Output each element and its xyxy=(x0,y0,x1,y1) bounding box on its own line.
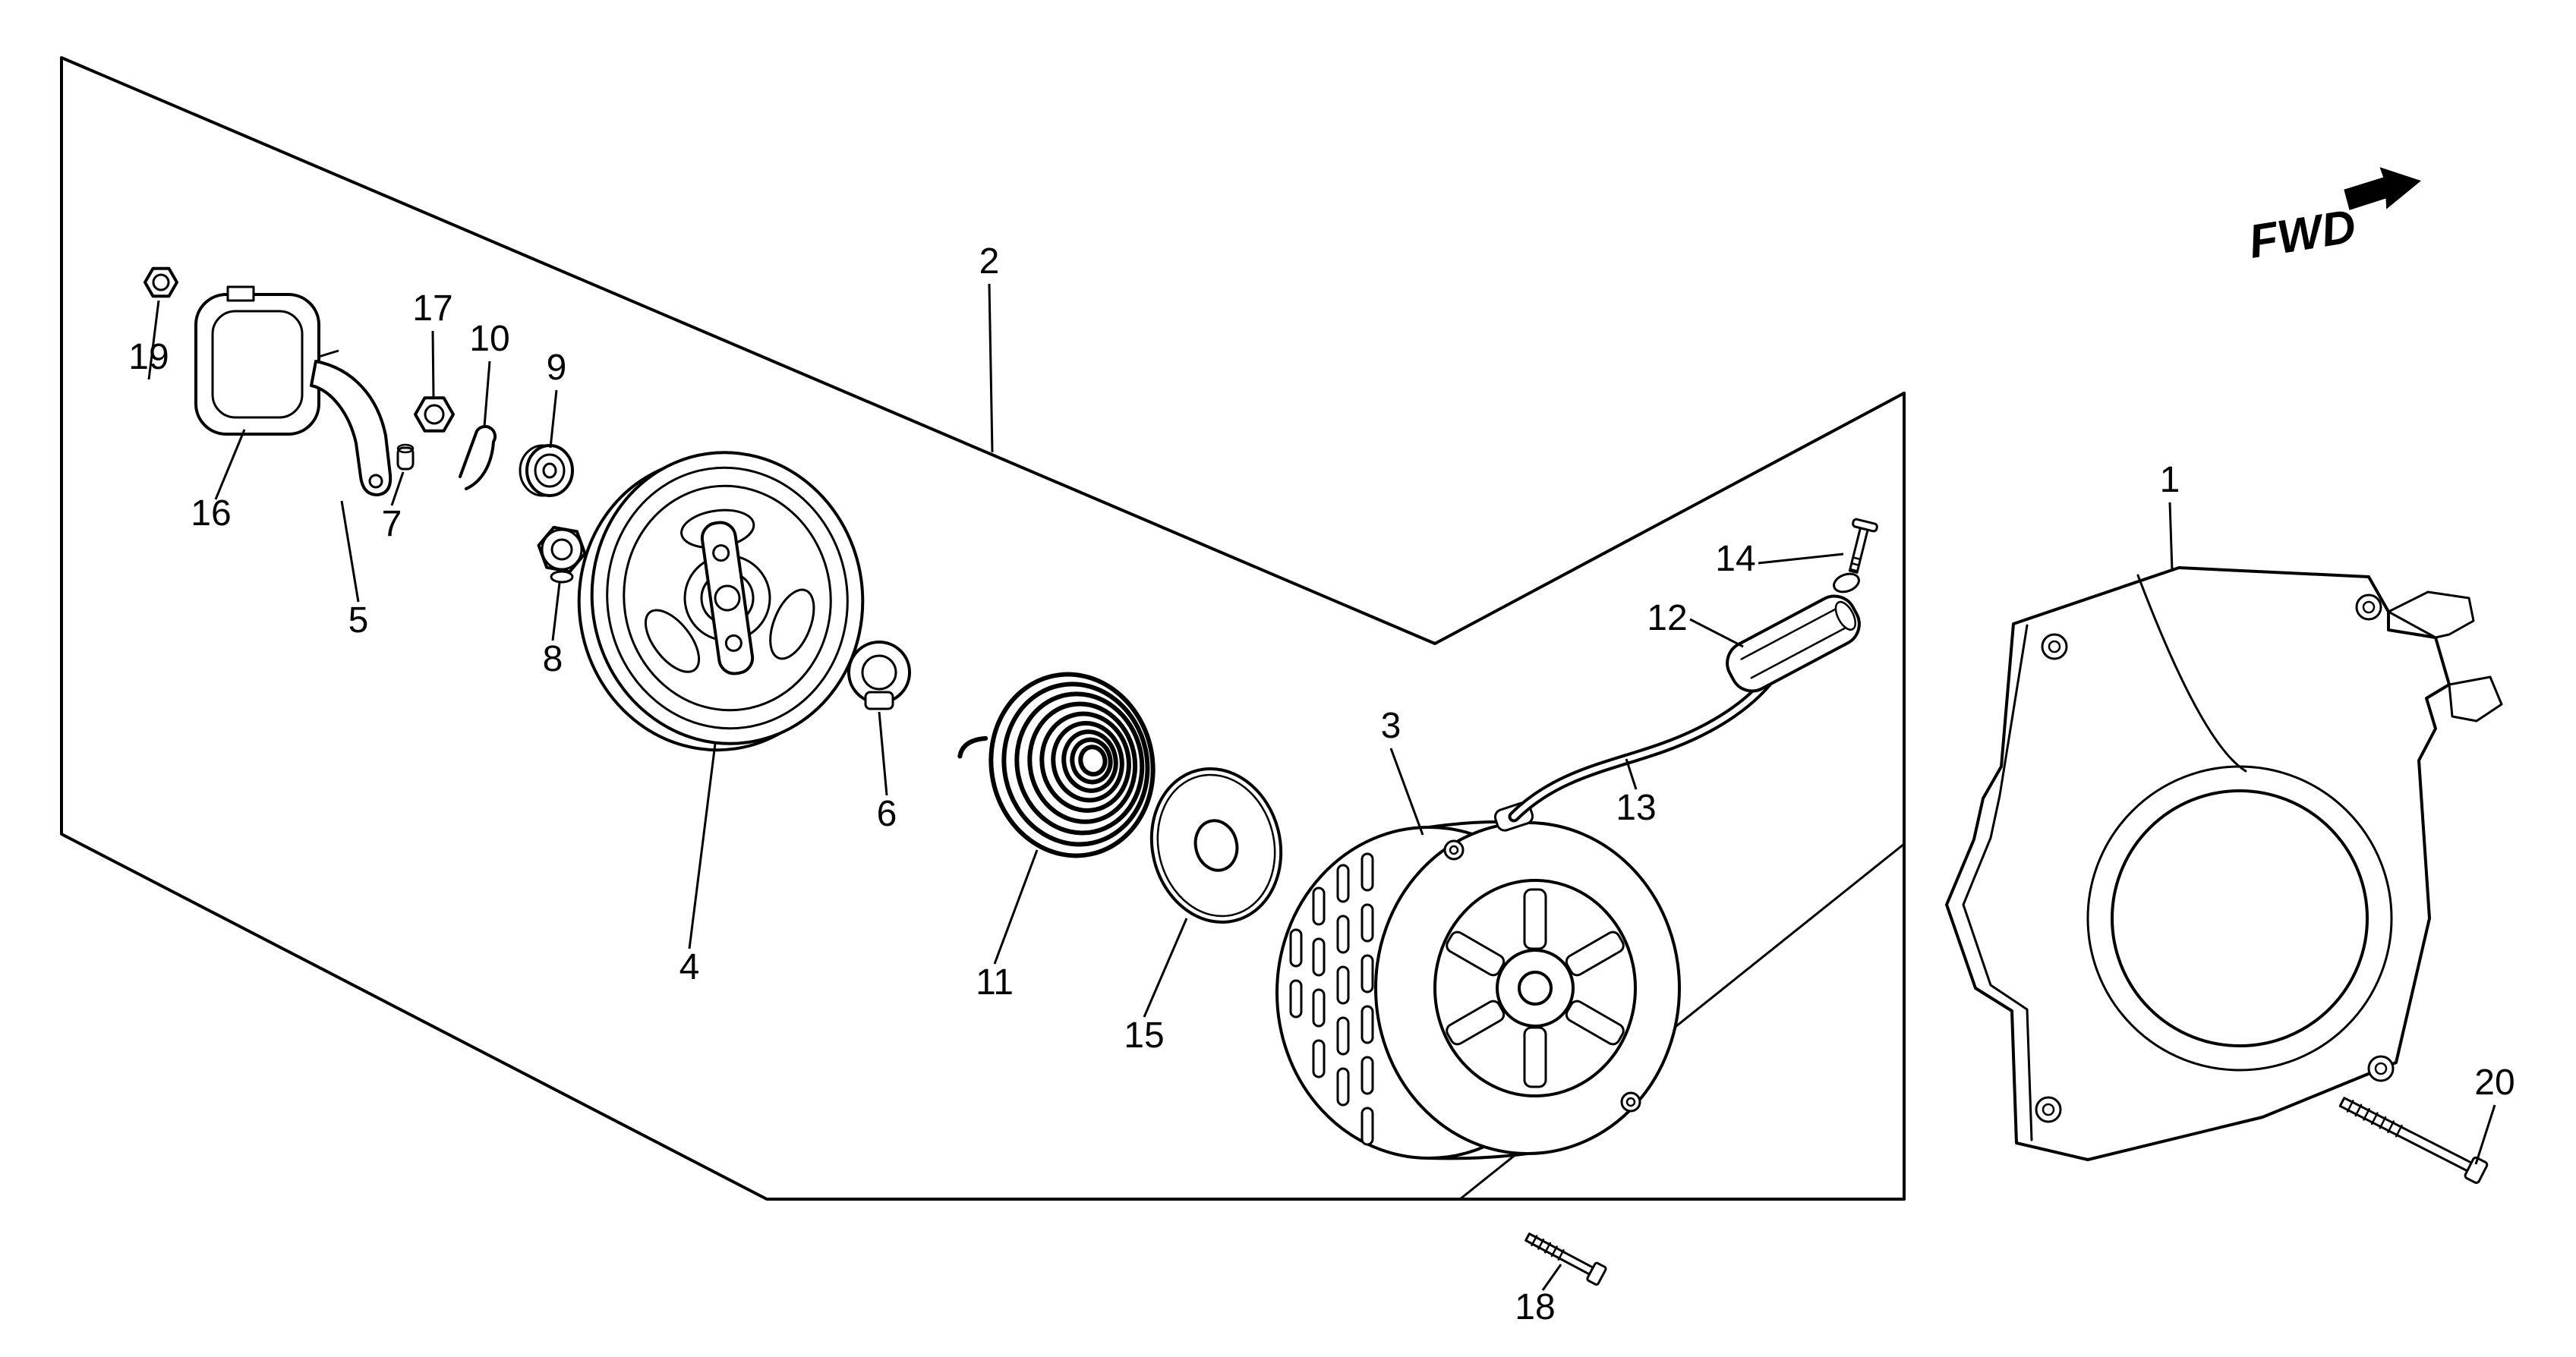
callout-label-11: 11 xyxy=(976,962,1014,1003)
cover-boss-bottom-left xyxy=(2035,1096,2062,1123)
part-4-pulley-drawing xyxy=(577,451,865,752)
callout-label-15: 15 xyxy=(1124,1015,1164,1056)
boundary-outline xyxy=(60,56,1906,1201)
callout-label-12: 12 xyxy=(1647,598,1687,638)
cover-crease-line xyxy=(2136,574,2247,773)
part-11-spiral-spring-drawing xyxy=(957,672,1156,858)
part-18-bolt-drawing xyxy=(1524,1233,1607,1286)
part-8-nut-drawing xyxy=(537,525,587,584)
fwd-indicator: FWD xyxy=(2245,167,2421,269)
part-19-nut-drawing xyxy=(143,266,178,298)
cover-side-bracket xyxy=(2448,675,2503,723)
cover-top-bracket xyxy=(2387,590,2475,639)
part-3-starter-case-drawing xyxy=(1275,801,1681,1160)
callout-label-1: 1 xyxy=(2160,460,2180,500)
callout-label-18: 18 xyxy=(1515,1287,1555,1327)
part-7-pin-drawing xyxy=(396,443,415,471)
case-screw-right xyxy=(1620,1091,1641,1113)
part-13-rope-drawing xyxy=(1508,666,1781,823)
callout-label-8: 8 xyxy=(543,639,563,679)
callout-labels: 1 2 3 4 5 6 7 8 9 10 11 12 13 14 15 16 1… xyxy=(128,241,2515,1327)
fwd-arrow-icon xyxy=(2344,167,2421,210)
part-14-bolt-drawing xyxy=(1848,518,1878,574)
callout-label-9: 9 xyxy=(547,348,567,388)
part-10-spring-clip-drawing xyxy=(459,425,497,490)
cover-boss-top-left xyxy=(2041,633,2068,660)
fwd-label: FWD xyxy=(2245,200,2359,269)
rope-anchor xyxy=(1833,572,1860,593)
callout-label-20: 20 xyxy=(2474,1063,2515,1103)
part-15-washer-drawing xyxy=(1149,767,1283,924)
leader-lines xyxy=(147,283,2496,1291)
cover-boss-top-right xyxy=(2355,593,2382,621)
part-1-cover-drawing xyxy=(1945,566,2503,1161)
callout-label-17: 17 xyxy=(412,288,452,329)
callout-label-14: 14 xyxy=(1715,539,1755,579)
case-front-face xyxy=(1433,879,1637,1097)
part-5-friction-lever-drawing xyxy=(310,360,393,496)
cover-thickness-lines xyxy=(1962,624,2033,1141)
cover-boss-bottom-right xyxy=(2367,1055,2395,1082)
callout-label-5: 5 xyxy=(348,600,369,641)
callout-label-4: 4 xyxy=(679,947,700,987)
cover-recess-ring xyxy=(2086,765,2393,1072)
callout-label-7: 7 xyxy=(382,504,402,544)
callout-label-13: 13 xyxy=(1616,788,1656,828)
part-20-bolt-drawing xyxy=(2338,1097,2489,1184)
callout-label-16: 16 xyxy=(191,493,231,534)
part-12-grip-drawing xyxy=(1726,572,1861,693)
callout-label-3: 3 xyxy=(1381,706,1402,746)
case-screw-top xyxy=(1443,839,1465,861)
part-6-bushing-drawing xyxy=(847,641,911,710)
callout-label-6: 6 xyxy=(877,794,897,834)
part-17-nut-drawing xyxy=(414,396,455,433)
case-vent-slots xyxy=(1289,852,1374,1146)
callout-label-19: 19 xyxy=(128,337,169,377)
part-9-roller-drawing xyxy=(519,444,574,497)
callout-label-10: 10 xyxy=(469,319,509,359)
callout-label-2: 2 xyxy=(979,241,1000,282)
cover-opening xyxy=(2111,789,2369,1047)
